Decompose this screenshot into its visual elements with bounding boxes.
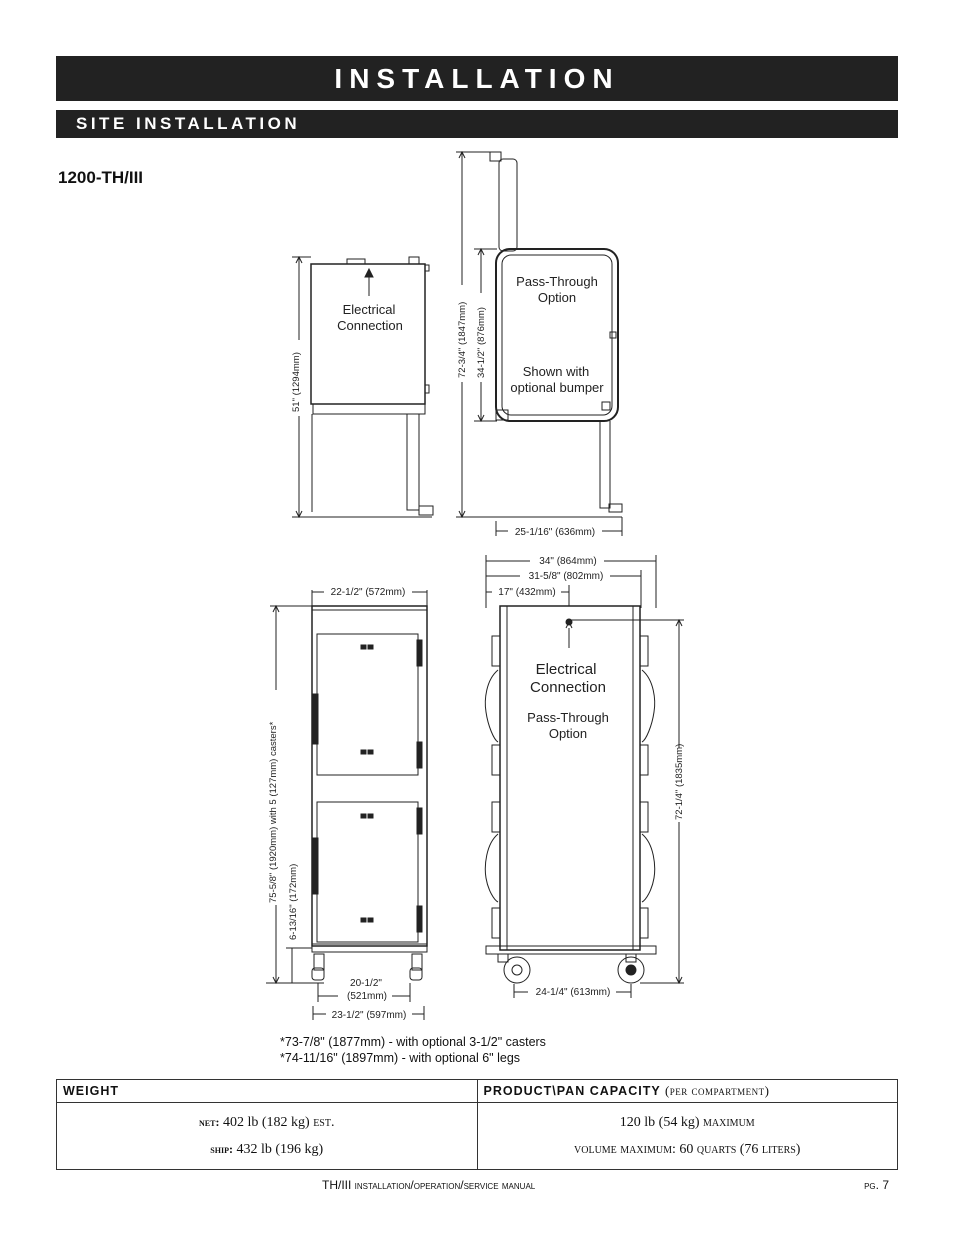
rear-center-dim: 17" (432mm) [498, 587, 555, 598]
ship-label: ship: [210, 1142, 233, 1156]
shown-label-1: Shown with [523, 364, 589, 379]
spec-table: WEIGHT PRODUCT\PAN CAPACITY (per compart… [56, 1079, 898, 1170]
front-leg-dim: 6-13/16" (172mm) [288, 864, 299, 940]
capacity-header-label: PRODUCT\PAN CAPACITY [483, 1084, 661, 1098]
page-title: INSTALLATION [334, 62, 620, 94]
section-title-bar: SITE INSTALLATION [56, 110, 898, 138]
footer-title: TH/III installation/operation/service ma… [322, 1178, 536, 1192]
front-height-dim: 75-5/8" (1920mm) with 5 (127mm) casters* [268, 721, 279, 903]
weight-header-label: WEIGHT [63, 1084, 119, 1098]
model-title: 1200-TH/III [58, 168, 144, 187]
ship-weight-line: ship: 432 lb (196 kg) [61, 1136, 473, 1163]
side-elec-label-2: Connection [337, 318, 403, 333]
rear-overall-dim: 34" (864mm) [539, 556, 596, 567]
weight-cell: net: 402 lb (182 kg) est. ship: 432 lb (… [56, 1102, 478, 1170]
net-label: net: [199, 1115, 220, 1129]
footer: TH/III installation/operation/service ma… [0, 1178, 954, 1194]
page-title-bar: INSTALLATION [56, 56, 898, 101]
installation-drawing: 51" (1294mm) Electrical Connection 72-3/… [266, 150, 685, 1021]
side-height-dim: 51" (1294mm) [291, 352, 302, 412]
front-inner-dim-2: (521mm) [347, 991, 387, 1002]
rear-height-dim: 72-1/4" (1835mm) [674, 744, 685, 820]
rear-body-dim: 31-5/8" (802mm) [529, 571, 604, 582]
pass-total-height-dim: 72-3/4" (1847mm) [457, 302, 468, 378]
side-view [292, 255, 434, 519]
rear-pass-label-1: Pass-Through [527, 710, 609, 725]
capacity-header-sub: (per compartment) [664, 1083, 770, 1098]
pass-bumper-height-dim: 34-1/2" (876mm) [476, 307, 487, 378]
rear-view [484, 555, 684, 998]
rear-pass-label-2: Option [549, 726, 587, 741]
pass-depth-dim: 25-1/16" (636mm) [515, 527, 595, 538]
shown-label-2: optional bumper [510, 380, 604, 395]
capacity-suffix: maximum [703, 1115, 755, 1130]
section-title: SITE INSTALLATION [76, 114, 301, 133]
capacity-value: 120 lb (54 kg) [619, 1115, 700, 1130]
capacity-cell: 120 lb (54 kg) maximum volume maximum: 6… [476, 1102, 898, 1170]
note-casters: *73-7/8" (1877mm) - with optional 3-1/2"… [280, 1035, 546, 1049]
pass-label-1: Pass-Through [516, 274, 598, 289]
rear-elec-label-1: Electrical [536, 661, 597, 678]
front-outer-dim: 23-1/2" (597mm) [332, 1010, 407, 1021]
capacity-header: PRODUCT\PAN CAPACITY (per compartment) [476, 1079, 898, 1103]
rear-base-dim: 24-1/4" (613mm) [536, 987, 611, 998]
net-value: 402 lb (182 kg) [222, 1115, 310, 1130]
front-inner-dim-1: 20-1/2" [350, 978, 382, 989]
volume-line: volume maximum: 60 quarts (76 liters) [574, 1142, 801, 1157]
side-elec-label-1: Electrical [343, 302, 396, 317]
ship-value: 432 lb (196 kg) [236, 1142, 324, 1157]
front-width-dim: 22-1/2" (572mm) [331, 587, 406, 598]
page-number: pg. 7 [864, 1178, 889, 1192]
net-weight-line: net: 402 lb (182 kg) est. [61, 1109, 473, 1136]
front-view [266, 590, 428, 1020]
weight-header: WEIGHT [56, 1079, 478, 1103]
net-suffix: est. [313, 1115, 335, 1130]
pass-label-2: Option [538, 290, 576, 305]
note-legs: *74-11/16" (1897mm) - with optional 6" l… [280, 1051, 521, 1065]
rear-elec-label-2: Connection [530, 679, 606, 696]
side-view-pass-through [456, 150, 623, 536]
capacity-line: 120 lb (54 kg) maximum [482, 1109, 894, 1136]
